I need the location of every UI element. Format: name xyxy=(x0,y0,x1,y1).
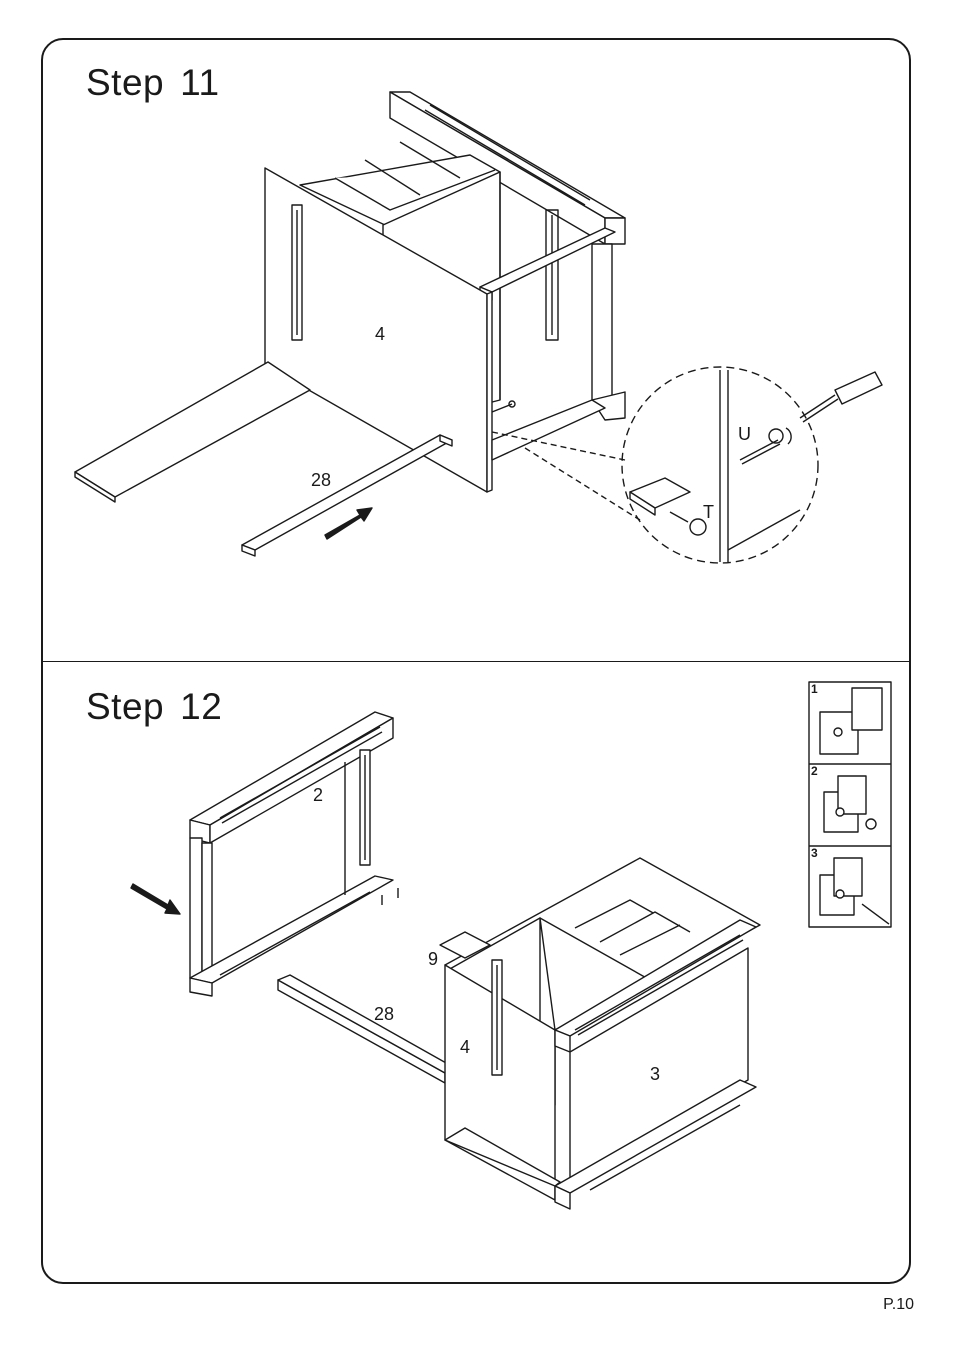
cabinet xyxy=(445,858,760,1209)
frame-2 xyxy=(190,712,398,996)
hardware-label-t: T xyxy=(703,502,714,523)
step-12-illustration xyxy=(131,682,891,1209)
push-arrow-icon xyxy=(131,884,180,914)
detail-number-3: 3 xyxy=(811,846,818,860)
insert-arrow-icon xyxy=(325,508,372,539)
part-label-4-step12: 4 xyxy=(460,1037,470,1058)
detail-circle xyxy=(622,367,818,563)
detail-panel xyxy=(809,682,891,927)
screwdriver-icon xyxy=(800,372,882,422)
page-number: P.10 xyxy=(883,1296,914,1314)
part-label-4: 4 xyxy=(375,324,385,345)
panel-bolt-icon xyxy=(492,401,515,412)
rail-28 xyxy=(242,435,452,556)
part-label-28: 28 xyxy=(311,470,331,491)
detail-number-2: 2 xyxy=(811,764,818,778)
cam-t-icon xyxy=(670,512,706,535)
detail-number-1: 1 xyxy=(811,682,818,696)
part-label-3: 3 xyxy=(650,1064,660,1085)
right-slide xyxy=(546,210,558,340)
part-label-28-step12: 28 xyxy=(374,1004,394,1025)
rail-28-step12 xyxy=(278,975,455,1083)
part-label-2: 2 xyxy=(313,785,323,806)
hardware-label-u: U xyxy=(738,424,751,445)
part-label-9: 9 xyxy=(428,949,438,970)
step-11-illustration xyxy=(75,92,882,563)
